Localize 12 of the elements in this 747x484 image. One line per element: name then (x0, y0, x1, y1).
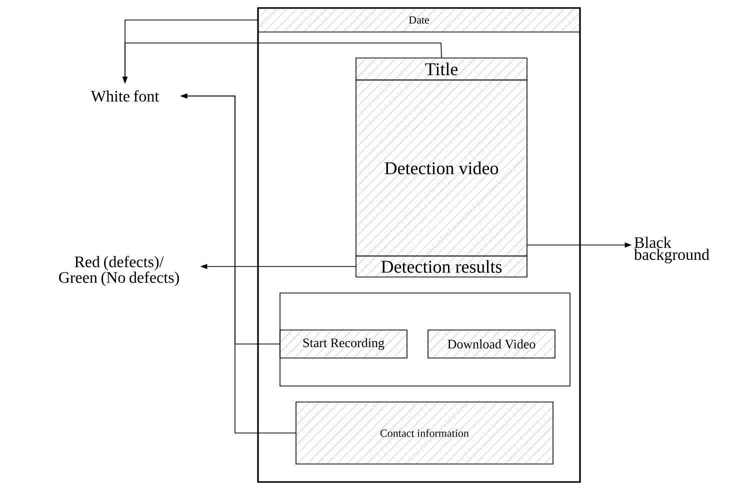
results-bar: Detection results (356, 256, 528, 278)
download-video-button: Download Video (428, 330, 556, 358)
date-bar: Date (258, 8, 580, 32)
contact-box: Contact information (296, 402, 554, 464)
button-panel (280, 292, 570, 386)
phone-frame (257, 7, 581, 483)
video-area: Detection video (356, 80, 528, 256)
annotation-text: White font (90, 90, 159, 102)
annotation-text: Red (defects)/ Green (No defects) (59, 256, 179, 286)
annotation-text: Black background (634, 236, 710, 264)
title-bar: Title (356, 58, 528, 80)
start-recording-button: Start Recording (280, 330, 408, 358)
